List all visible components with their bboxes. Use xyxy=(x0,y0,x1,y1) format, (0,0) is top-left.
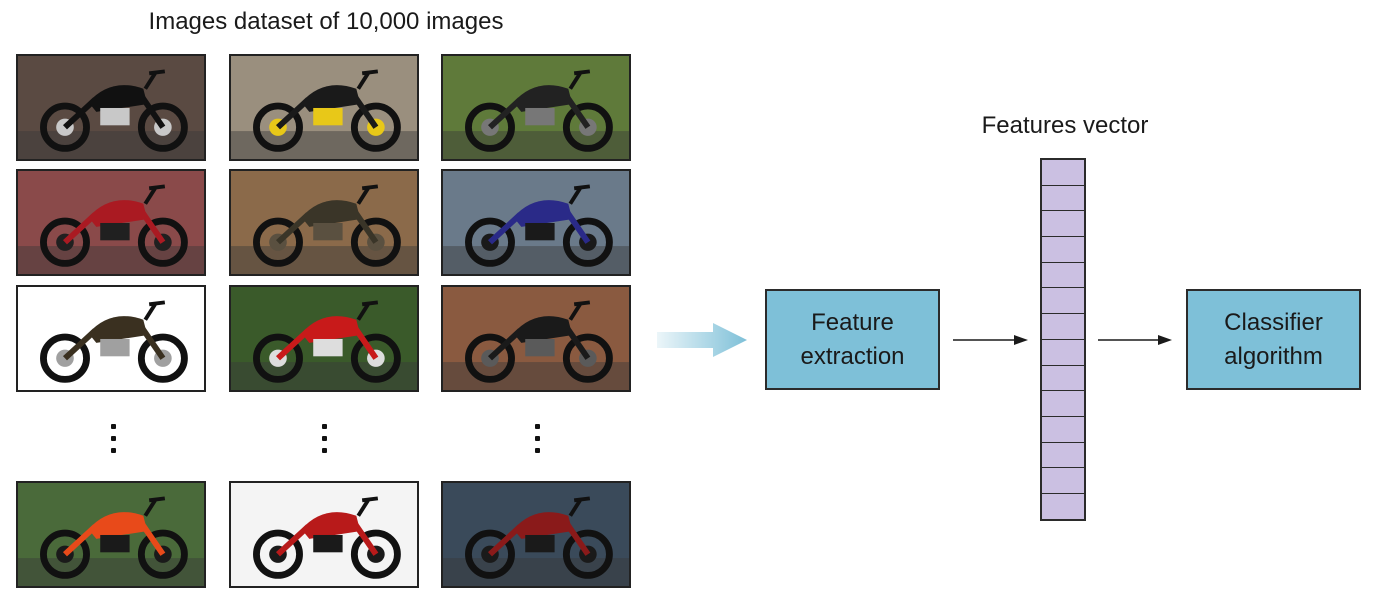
vector-cell xyxy=(1042,366,1084,392)
motorcycle-image xyxy=(16,169,206,276)
motorcycle-icon xyxy=(18,483,204,586)
features-vector xyxy=(1040,158,1086,521)
motorcycle-icon xyxy=(18,56,204,159)
motorcycle-image xyxy=(16,481,206,588)
vector-cell xyxy=(1042,263,1084,289)
motorcycle-image xyxy=(441,285,631,392)
feature-extraction-box: Feature extraction xyxy=(765,289,940,390)
arrow-to-classifier xyxy=(1098,335,1172,345)
vector-cell xyxy=(1042,160,1084,186)
classifier-label-line1: Classifier xyxy=(1224,308,1323,336)
vector-cell xyxy=(1042,186,1084,212)
feature-extraction-label-line2: extraction xyxy=(800,342,905,370)
ellipsis-column-1 xyxy=(103,424,123,460)
vector-cell xyxy=(1042,494,1084,520)
vector-cell xyxy=(1042,288,1084,315)
vector-cell xyxy=(1042,211,1084,238)
vector-cell xyxy=(1042,417,1084,443)
motorcycle-icon xyxy=(443,483,629,586)
motorcycle-icon xyxy=(231,287,417,390)
vector-cell xyxy=(1042,443,1084,469)
motorcycle-image xyxy=(16,54,206,161)
vector-cell xyxy=(1042,314,1084,340)
motorcycle-icon xyxy=(231,483,417,586)
motorcycle-image xyxy=(229,285,419,392)
motorcycle-image xyxy=(229,169,419,276)
classifier-label-line2: algorithm xyxy=(1224,342,1323,370)
vector-cell xyxy=(1042,340,1084,366)
dataset-title: Images dataset of 10,000 images xyxy=(148,8,504,35)
vector-cell xyxy=(1042,237,1084,263)
arrow-to-vector xyxy=(953,335,1028,345)
motorcycle-icon xyxy=(18,171,204,274)
ellipsis-column-2 xyxy=(314,424,334,460)
classifier-box: Classifier algorithm xyxy=(1186,289,1361,390)
motorcycle-icon xyxy=(443,171,629,274)
motorcycle-image xyxy=(229,54,419,161)
motorcycle-image xyxy=(441,169,631,276)
motorcycle-icon xyxy=(231,56,417,159)
motorcycle-icon xyxy=(18,287,204,390)
motorcycle-icon xyxy=(231,171,417,274)
motorcycle-image xyxy=(441,481,631,588)
features-vector-label: Features vector xyxy=(981,112,1149,139)
motorcycle-image xyxy=(229,481,419,588)
motorcycle-icon xyxy=(443,287,629,390)
motorcycle-image xyxy=(441,54,631,161)
motorcycle-image xyxy=(16,285,206,392)
vector-cell xyxy=(1042,468,1084,494)
vector-cell xyxy=(1042,391,1084,417)
big-input-arrow xyxy=(657,323,747,357)
ellipsis-column-3 xyxy=(527,424,547,460)
feature-extraction-label-line1: Feature xyxy=(811,308,894,336)
motorcycle-icon xyxy=(443,56,629,159)
